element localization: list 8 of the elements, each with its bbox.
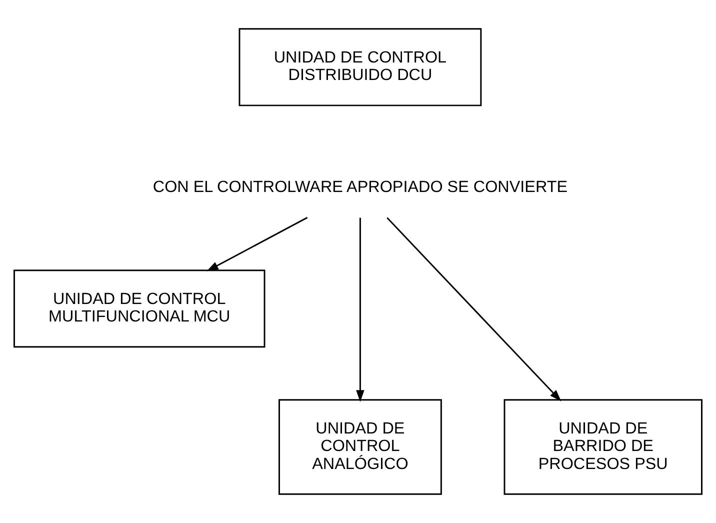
node-text: CON EL CONTROLWARE APROPIADO SE CONVIERTE [152,178,568,196]
arrow [206,216,308,272]
node-box: UNIDAD DE BARRIDO DE PROCESOS PSU [504,399,702,495]
arrow [386,217,562,402]
node-box: UNIDAD DE CONTROL DISTRIBUIDO DCU [238,28,482,106]
node-box: UNIDAD DE CONTROL MULTIFUNCIONAL MCU [14,270,266,348]
node-box: UNIDAD DE CONTROL ANALÓGICO [278,399,442,495]
arrow [356,218,364,402]
